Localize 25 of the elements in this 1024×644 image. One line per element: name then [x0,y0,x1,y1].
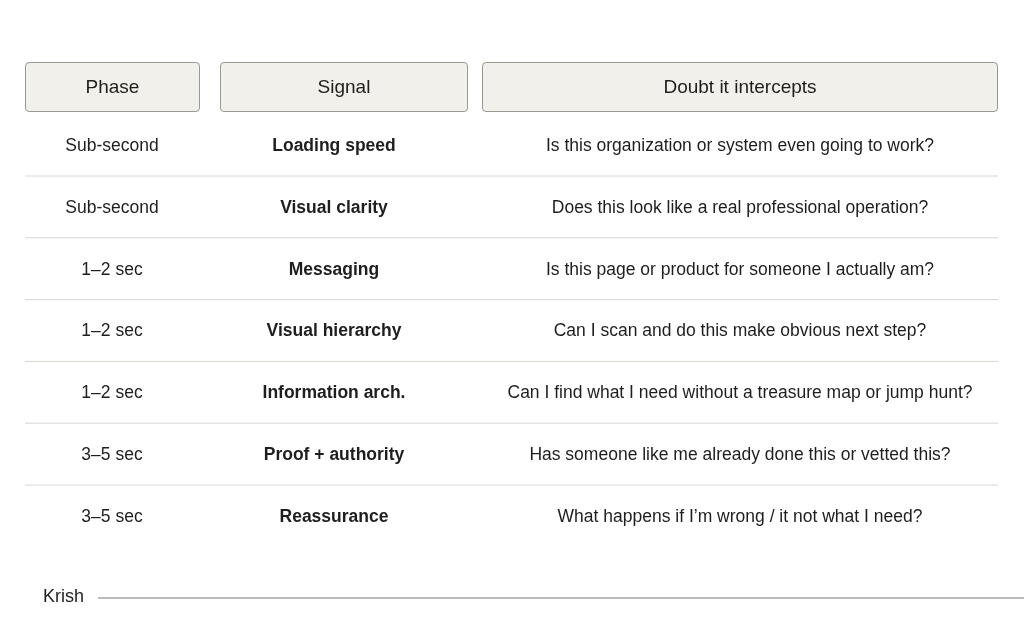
doubt-text: What happens if I’m wrong / it not what I need? [556,504,924,528]
column-header: Doubt it intercepts [482,62,998,112]
signal-text: Proof + authority [262,443,406,466]
phase-text: 1–2 sec [80,319,144,343]
phase-text: Sub-second [64,195,160,219]
phase-text: 3–5 sec [80,443,144,466]
doubt-text: Can I scan and do this make obvious next step? [552,319,928,343]
signal-text: Reassurance [278,504,390,528]
doubt-text: Is this organization or system even going to work? [544,134,936,157]
doubt-text: Is this page or product for someone I actually am? [544,257,936,281]
column-header: Phase [25,62,200,112]
phase-text: 1–2 sec [80,257,144,281]
signal-text: Visual clarity [279,195,389,219]
signal-text: Loading speed [271,134,397,157]
signal-text: Information arch. [261,381,407,405]
doubt-text: Does this look like a real professional operation? [550,195,930,219]
author-name: Krish [43,586,84,607]
phase-text: 1–2 sec [80,381,144,405]
doubt-text: Has someone like me already done this or vetted this? [528,443,952,466]
signal-text: Visual hierarchy [265,319,403,343]
phase-text: Sub-second [64,134,160,157]
doubt-text: Can I find what I need without a treasure map or jump hunt? [506,381,974,405]
column-header: Signal [220,62,468,112]
phase-text: 3–5 sec [80,504,144,528]
signal-text: Messaging [287,257,381,281]
